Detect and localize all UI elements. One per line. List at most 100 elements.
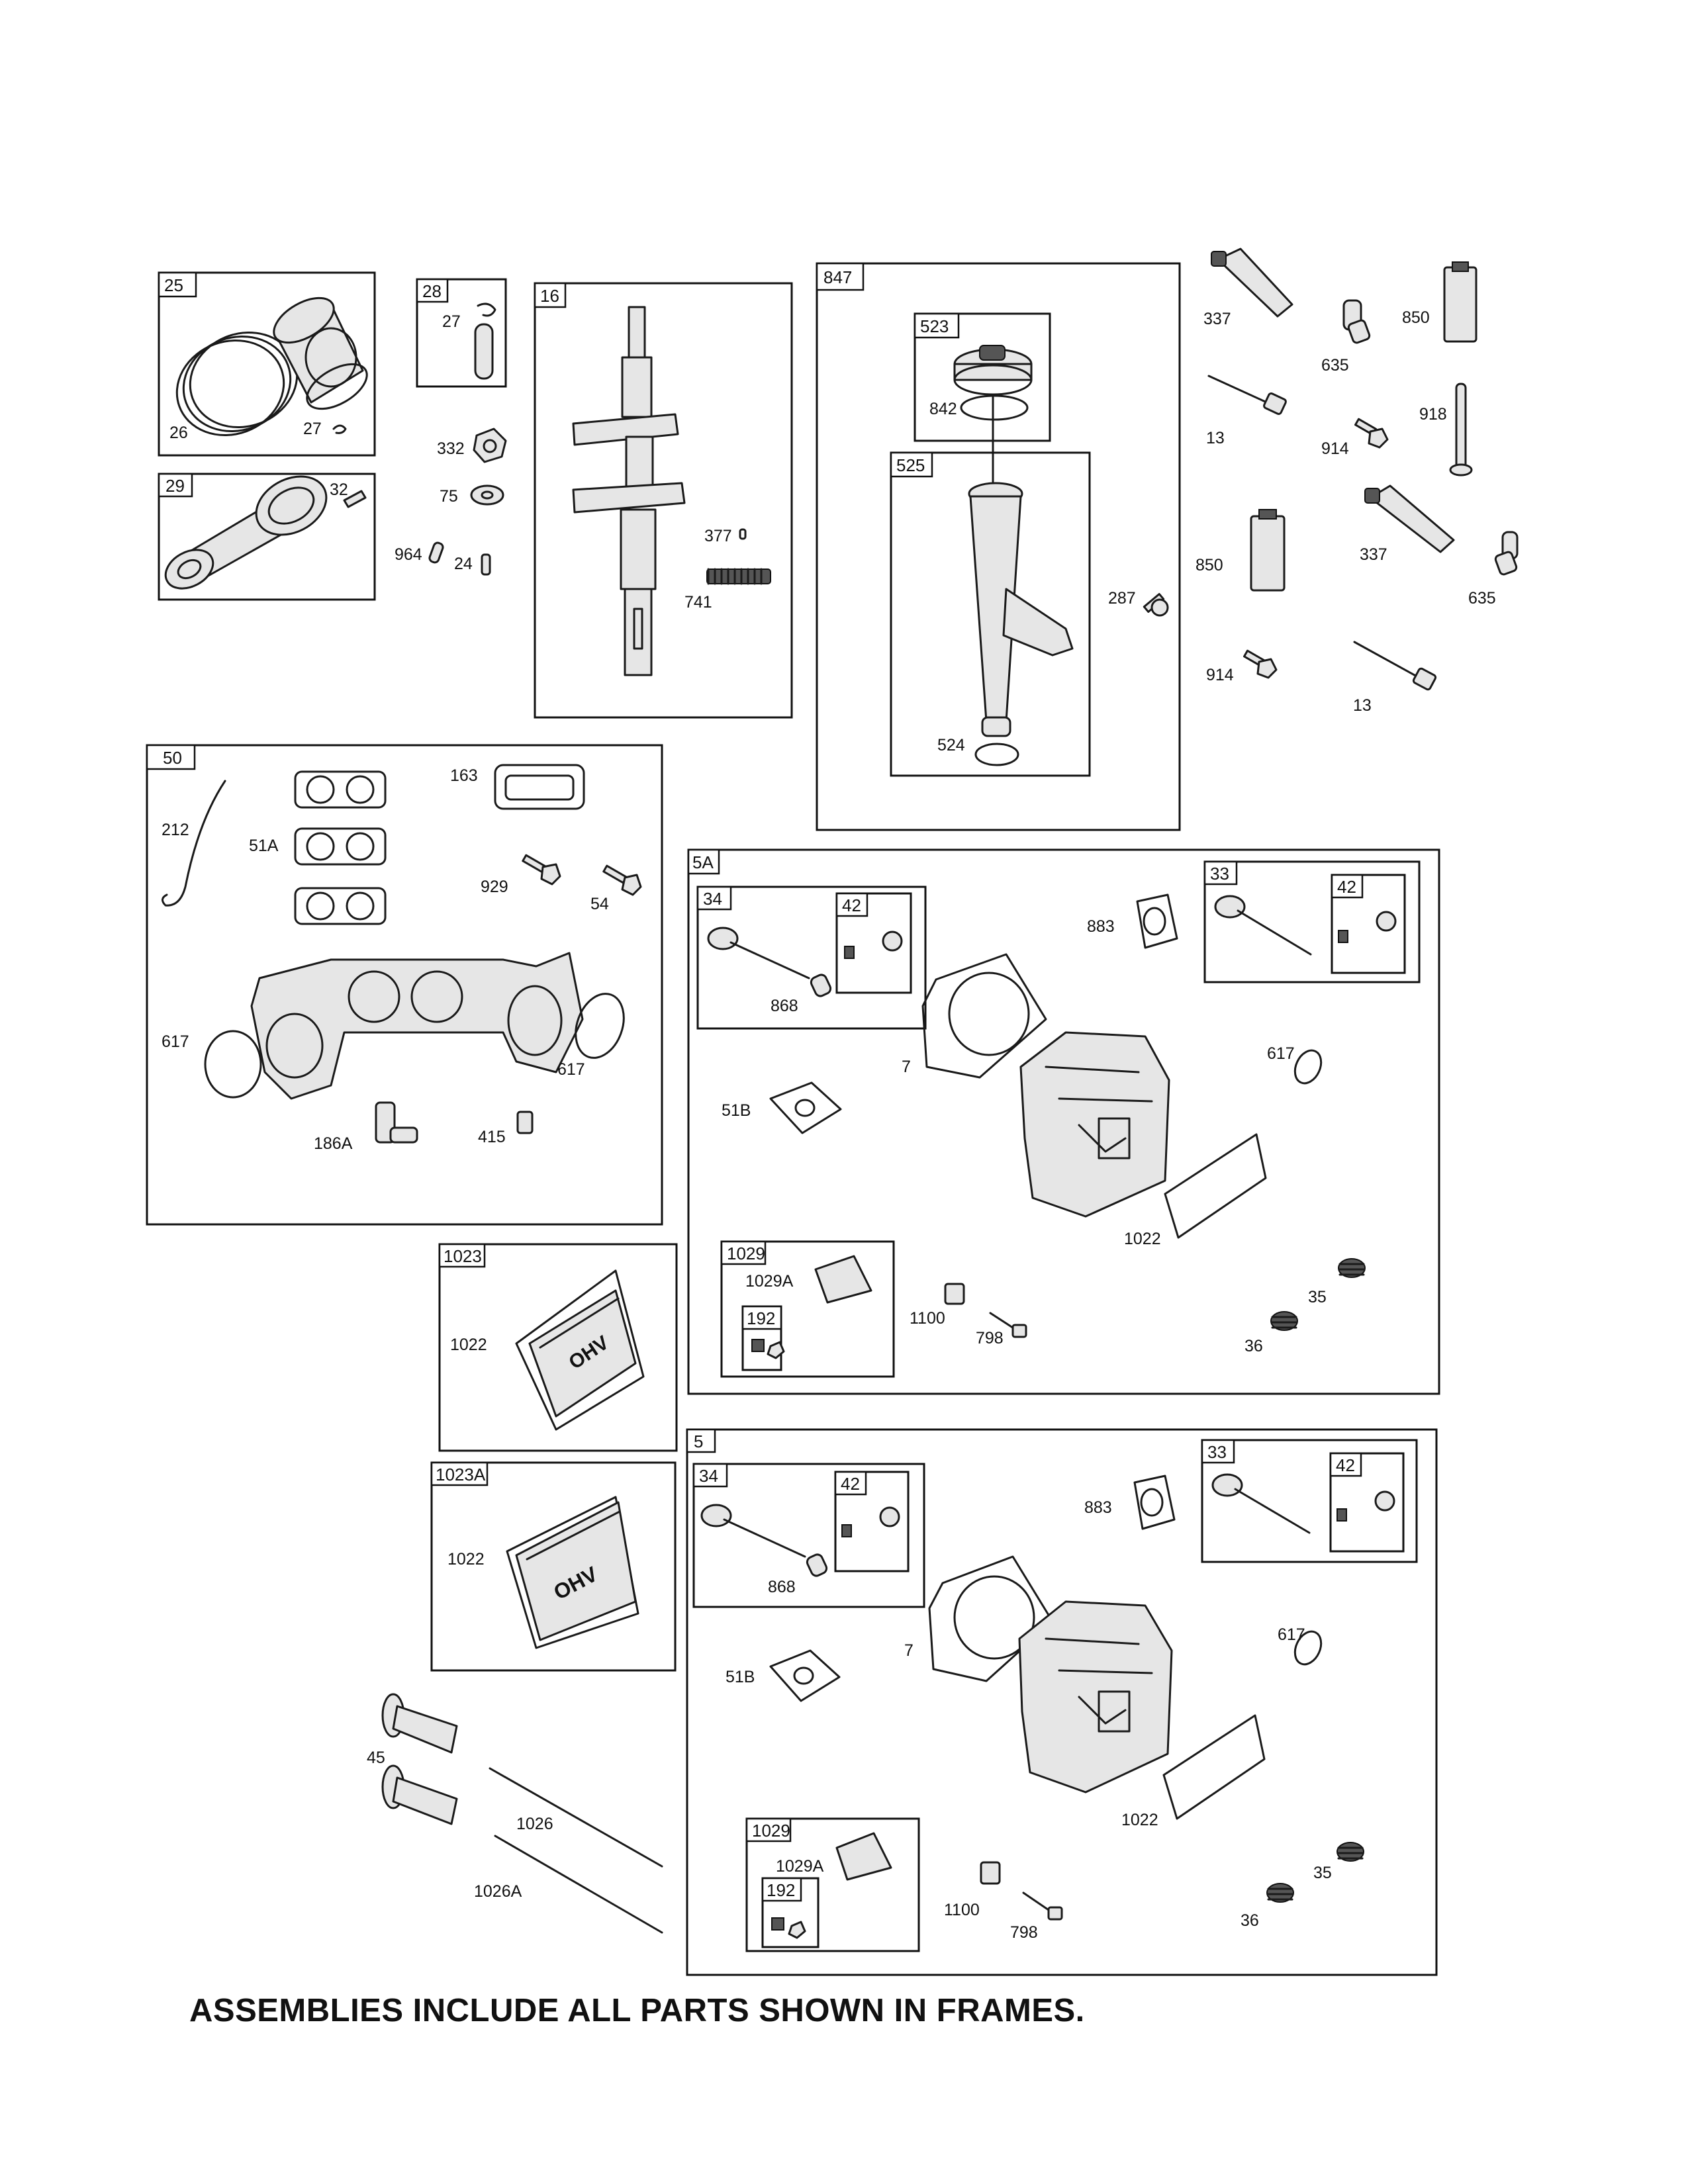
valve-cover-1023: OHV: [528, 1289, 637, 1418]
frame-1029b: 1029 1029A 192: [745, 1817, 920, 1952]
head-gasket-7a: [921, 953, 1047, 1079]
frame-5A-33: 33 42: [1203, 860, 1421, 983]
part-label-l1022a: 1022: [1124, 1230, 1161, 1248]
part-label-l27a: 27: [442, 312, 461, 331]
frame-tag-f525: 525: [896, 455, 925, 475]
o-ring-617d: [1293, 1630, 1323, 1666]
tappets-45: [381, 1693, 458, 1825]
spring-35b: [1336, 1842, 1364, 1862]
sealant-tube-850a: [1443, 261, 1477, 343]
part-label-l7b: 7: [904, 1641, 914, 1660]
tag-847: 847: [816, 262, 865, 291]
frame-tag-f1029a: 1029: [727, 1244, 765, 1263]
pin-964: [428, 541, 444, 564]
piston-pin: [474, 323, 494, 380]
bolt-13b: [1353, 641, 1437, 691]
part-label-l51Ba: 51B: [722, 1101, 751, 1120]
part-label-l13b: 13: [1353, 696, 1372, 715]
frame-192a: 192: [741, 1305, 785, 1371]
part-label-l798a: 798: [976, 1329, 1004, 1347]
frame-525: 525 524: [890, 451, 1091, 777]
frame-5A-42a: 42: [835, 892, 912, 994]
pivot-1100b: [980, 1861, 1001, 1885]
part-label-l337a: 337: [1203, 310, 1231, 328]
frame-tag-f5A_42b: 42: [1337, 877, 1356, 897]
nut-332: [473, 428, 507, 463]
bolt-32: [343, 490, 367, 508]
assembly-note: ASSEMBLIES INCLUDE ALL PARTS SHOWN IN FR…: [189, 1993, 1085, 2028]
sealant-tube-850b: [1250, 509, 1286, 592]
intake-valve-33a: [1214, 895, 1312, 956]
frame-tag-f28: 28: [422, 281, 442, 301]
screw-929: [522, 854, 561, 886]
elbow-186A: [375, 1101, 418, 1144]
frame-tag-f5_33: 33: [1207, 1442, 1227, 1462]
frame-tag-f50: 50: [163, 748, 182, 768]
part-label-l1029Aa: 1029A: [745, 1272, 794, 1291]
part-label-l883b: 883: [1084, 1498, 1112, 1517]
part-label-l45: 45: [367, 1749, 385, 1767]
frame-192b: 192: [761, 1877, 820, 1948]
part-label-l914b: 914: [1206, 666, 1234, 684]
o-ring-617b: [575, 993, 625, 1059]
clip-27-icon: [477, 302, 496, 317]
part-label-l26: 26: [169, 424, 188, 442]
frame-5A-34: 34 868 42: [696, 886, 927, 1030]
frame-tag-f523: 523: [920, 316, 949, 336]
frame-50: 50 212 51A 163 929 54: [146, 744, 663, 1226]
part-label-l337b: 337: [1360, 545, 1387, 564]
frame-tag-f192a: 192: [747, 1308, 775, 1328]
spark-boot-635b: [1494, 531, 1519, 576]
clip-27: [332, 424, 347, 434]
gasket-163: [494, 764, 585, 810]
dipstick-tube: [968, 482, 1074, 737]
part-label-l36b: 36: [1241, 1911, 1259, 1930]
part-label-l35b: 35: [1313, 1864, 1332, 1882]
tag-1029a: 1029: [720, 1240, 767, 1265]
tag-50: 50: [146, 744, 196, 770]
frame-25: 25 26 27: [158, 271, 376, 457]
tag-5A: 5A: [687, 848, 720, 875]
part-label-l36a: 36: [1244, 1337, 1263, 1355]
frame-5A-42b: 42: [1331, 874, 1406, 974]
tag-28: 28: [416, 278, 449, 303]
part-label-l850a: 850: [1402, 308, 1430, 327]
frame-1023A: 1023A OHV 1022: [430, 1461, 677, 1672]
part-label-l918: 918: [1419, 405, 1447, 424]
dipstick-cap: [953, 345, 1033, 396]
frame-tag-f1029b: 1029: [752, 1821, 790, 1841]
part-label-l1026A: 1026A: [474, 1882, 522, 1901]
part-label-l635a: 635: [1321, 356, 1349, 375]
tag-525: 525: [890, 451, 933, 478]
part-label-l741: 741: [684, 593, 712, 612]
frame-tag-f192b: 192: [767, 1880, 795, 1900]
frame-16: 16 377 741: [534, 282, 793, 719]
key-24: [481, 553, 491, 576]
frame-5A: 5A 34 868 42 33: [687, 848, 1440, 1395]
part-label-l163: 163: [450, 766, 478, 785]
part-label-l186A: 186A: [314, 1134, 353, 1153]
part-label-l868a: 868: [771, 997, 798, 1015]
part-label-l1100a: 1100: [910, 1309, 945, 1328]
bolt-13a: [1207, 375, 1287, 415]
link-rod-212: [162, 780, 226, 907]
gasket-51Ba: [769, 1081, 842, 1134]
tag-192b: 192: [761, 1877, 802, 1902]
gasket-51Bb: [769, 1649, 841, 1702]
part-label-l75: 75: [440, 487, 458, 506]
cylinder-head-b: [1018, 1600, 1173, 1794]
tag-16: 16: [534, 282, 567, 308]
rocker-arm-1029Ab: [835, 1832, 892, 1881]
screw-914a: [1354, 418, 1389, 449]
o-ring-524: [974, 743, 1019, 766]
part-label-l51A: 51A: [249, 837, 279, 855]
part-label-l54: 54: [590, 895, 609, 913]
cylinder-head-a: [1019, 1031, 1170, 1218]
frame-tag-f5_42b: 42: [1336, 1455, 1355, 1475]
tag-25: 25: [158, 271, 197, 298]
frame-tag-f5A_34: 34: [703, 889, 722, 909]
exhaust-valve-34b: [700, 1504, 806, 1558]
part-label-l13a: 13: [1206, 429, 1225, 447]
crankshaft: [572, 306, 686, 676]
connecting-rod: [164, 475, 328, 590]
